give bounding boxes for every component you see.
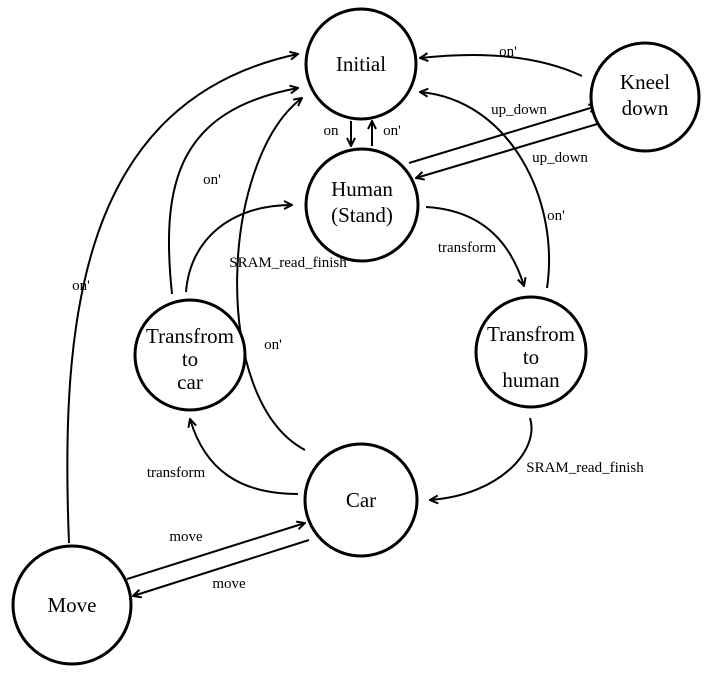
- edge-car-to-to-car: [190, 419, 299, 495]
- state-to-human-line2: to: [523, 345, 539, 369]
- state-human-line2: (Stand): [331, 203, 393, 227]
- state-move-label: Move: [48, 593, 97, 617]
- edge-kneel-to-initial: [420, 55, 583, 77]
- edge-move-to-car: [126, 523, 305, 580]
- label-human-to-kneel: up_down: [491, 102, 547, 118]
- label-human-to-to-human: transform: [438, 240, 497, 256]
- label-car-to-to-car: transform: [147, 465, 206, 481]
- label-kneel-to-initial: on': [499, 44, 517, 60]
- state-kneel-line2: down: [622, 96, 669, 120]
- state-human-stand: Human (Stand): [304, 147, 420, 263]
- state-car-label: Car: [346, 488, 376, 512]
- edge-to-car-to-initial: [167, 88, 298, 295]
- edge-kneel-to-human: [416, 121, 605, 178]
- label-to-car-to-human: SRAM_read_finish: [229, 255, 347, 271]
- state-kneel-down: Kneel down: [589, 41, 701, 153]
- edge-to-car-to-human: [185, 205, 292, 293]
- label-kneel-to-human: up_down: [532, 150, 588, 166]
- state-initial: Initial: [304, 7, 418, 121]
- state-car: Car: [303, 442, 419, 558]
- label-to-car-to-initial: on': [203, 172, 221, 188]
- state-to-human-line1: Transfrom: [487, 322, 575, 346]
- state-to-human-line3: human: [502, 368, 560, 392]
- label-move-to-initial: on': [72, 278, 90, 294]
- state-to-car-line1: Transfrom: [146, 324, 234, 348]
- label-human-to-initial: on': [383, 123, 401, 139]
- label-car-to-move: move: [212, 576, 246, 592]
- edge-car-to-initial: [236, 98, 306, 451]
- label-car-to-initial: on': [264, 337, 282, 353]
- label-to-human-to-car: SRAM_read_finish: [526, 460, 644, 476]
- state-move: Move: [11, 544, 133, 666]
- edge-move-to-initial: [66, 54, 298, 544]
- edge-human-to-to-human: [425, 206, 524, 286]
- state-to-car-line3: car: [177, 370, 203, 394]
- state-kneel-line1: Kneel: [620, 70, 670, 94]
- label-move-to-car: move: [169, 529, 203, 545]
- edge-car-to-move: [133, 539, 310, 596]
- state-transfrom-to-human: Transfrom to human: [474, 295, 588, 409]
- label-initial-to-human: on: [324, 123, 340, 139]
- state-initial-label: Initial: [336, 52, 386, 76]
- state-human-line1: Human: [331, 177, 393, 201]
- edge-to-human-to-initial: [420, 92, 551, 289]
- edge-to-human-to-car: [430, 417, 533, 500]
- state-transfrom-to-car: Transfrom to car: [133, 298, 247, 412]
- label-to-human-to-initial: on': [547, 208, 565, 224]
- state-to-car-line2: to: [182, 347, 198, 371]
